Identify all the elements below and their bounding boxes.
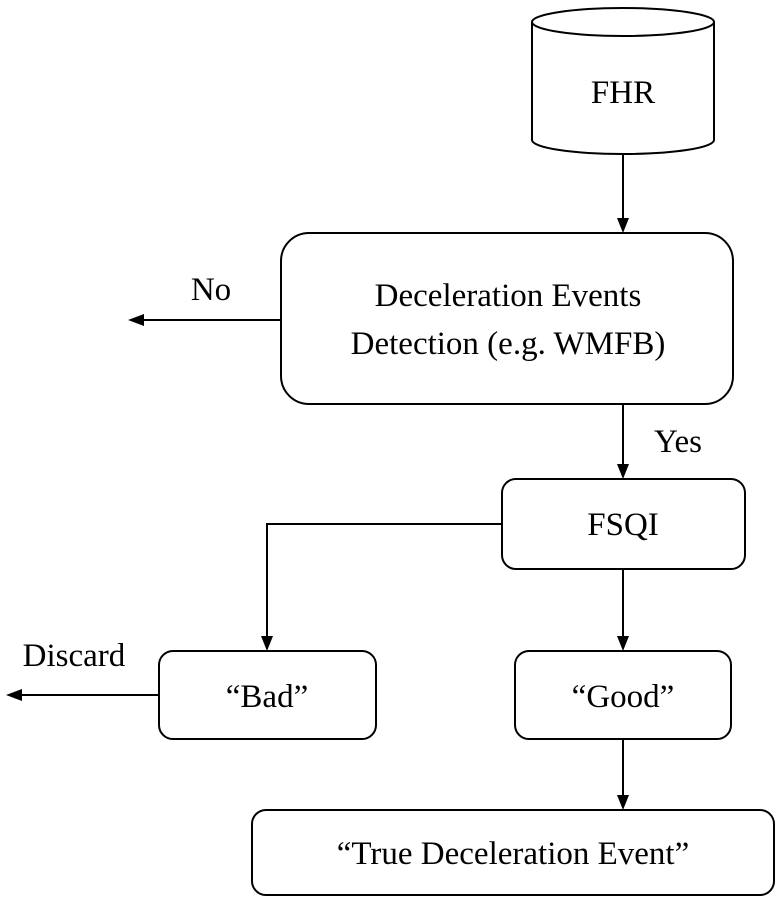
edge-fsqi-to-bad: [261, 523, 502, 651]
bad-label: “Bad”: [226, 679, 308, 715]
fsqi-label: FSQI: [587, 507, 659, 543]
no-label: No: [191, 272, 231, 308]
detection-label-line2: Detection (e.g. WMFB): [351, 326, 666, 362]
edge-fhr-to-detection: [617, 154, 629, 233]
edge-good-to-true-event: [617, 739, 629, 810]
fhr-database-node: FHR: [531, 7, 715, 155]
edge-bad-discard: Discard: [6, 638, 159, 701]
fhr-label: FHR: [591, 75, 655, 111]
good-label: “Good”: [572, 679, 675, 715]
edge-detection-yes: Yes: [617, 404, 702, 479]
fsqi-node: FSQI: [501, 478, 746, 570]
good-node: “Good”: [514, 650, 732, 740]
true-event-label: “True Deceleration Event”: [337, 836, 689, 872]
yes-label: Yes: [654, 424, 702, 460]
true-event-node: “True Deceleration Event”: [251, 809, 775, 896]
edge-detection-no: No: [128, 272, 281, 326]
detection-node: Deceleration Events Detection (e.g. WMFB…: [280, 232, 734, 405]
discard-label: Discard: [23, 638, 126, 674]
edge-fsqi-to-good: [617, 569, 629, 651]
detection-label-line1: Deceleration Events: [375, 278, 642, 314]
fhr-cylinder-top: [531, 7, 715, 37]
bad-node: “Bad”: [158, 650, 377, 740]
